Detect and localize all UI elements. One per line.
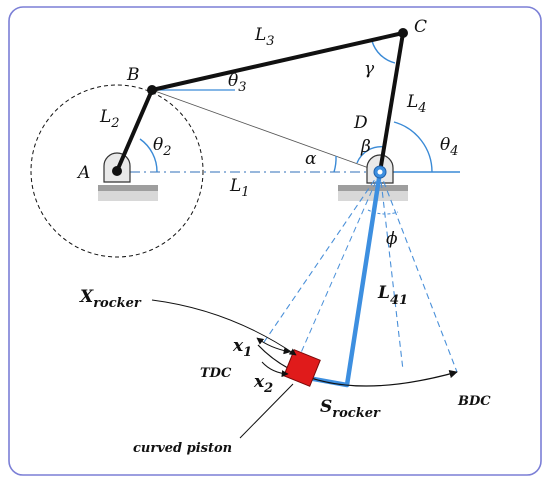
label-point-a: A <box>76 163 90 183</box>
label-s-rocker: Srocker <box>320 397 381 421</box>
link-l3 <box>150 31 405 92</box>
label-l1: L1 <box>229 176 250 200</box>
joint-b <box>147 85 157 95</box>
beta-arc <box>356 146 386 164</box>
link-l4 <box>378 31 405 174</box>
label-curved-piston: curved piston <box>133 441 232 456</box>
label-beta: β <box>360 137 371 157</box>
joint-d-center <box>377 169 383 175</box>
label-l3: L3 <box>254 25 275 49</box>
label-l41: L41 <box>377 283 408 308</box>
label-bdc: BDC <box>457 394 491 409</box>
swing-line-tdc <box>261 171 381 346</box>
label-point-c: C <box>414 17 427 37</box>
swing-line-mid <box>379 171 404 371</box>
label-alpha: α <box>305 149 317 169</box>
label-point-b: B <box>126 65 140 85</box>
label-phi: ϕ <box>386 229 398 249</box>
phi-arc <box>367 209 399 215</box>
label-l2: L2 <box>99 107 120 131</box>
rocker-stroke-arc <box>257 344 458 387</box>
x-rocker-pointer <box>151 299 297 356</box>
label-theta4: θ4 <box>440 135 459 159</box>
label-x2: x2 <box>253 372 273 396</box>
label-x1: x1 <box>232 336 252 360</box>
joint-a <box>112 166 122 176</box>
label-theta3: θ3 <box>228 71 247 95</box>
x2-arrow <box>261 361 289 378</box>
label-theta2: θ2 <box>153 135 172 159</box>
diagonal-b-d <box>151 89 381 173</box>
ground-support-d <box>338 154 408 201</box>
swing-line-inner <box>299 171 381 356</box>
label-l4: L4 <box>406 92 427 116</box>
swing-line-bdc <box>379 171 458 373</box>
diagram-frame <box>8 6 542 476</box>
crank-path-circle <box>30 84 204 258</box>
label-point-d: D <box>353 113 368 133</box>
label-tdc: TDC <box>200 366 232 381</box>
label-gamma: γ <box>364 59 375 79</box>
label-x-rocker: Xrocker <box>79 287 142 311</box>
alpha-arc <box>333 155 337 173</box>
joint-c <box>398 28 408 38</box>
x1-arrow <box>256 337 291 355</box>
gamma-arc <box>371 40 396 64</box>
theta4-arc <box>393 121 433 173</box>
piston-pointer <box>239 383 294 439</box>
theta2-arc <box>139 138 158 173</box>
rocker-extension-l41 <box>307 171 383 388</box>
ground-support-a <box>98 152 158 201</box>
curved-piston-block <box>283 349 321 387</box>
link-l2 <box>115 88 154 173</box>
